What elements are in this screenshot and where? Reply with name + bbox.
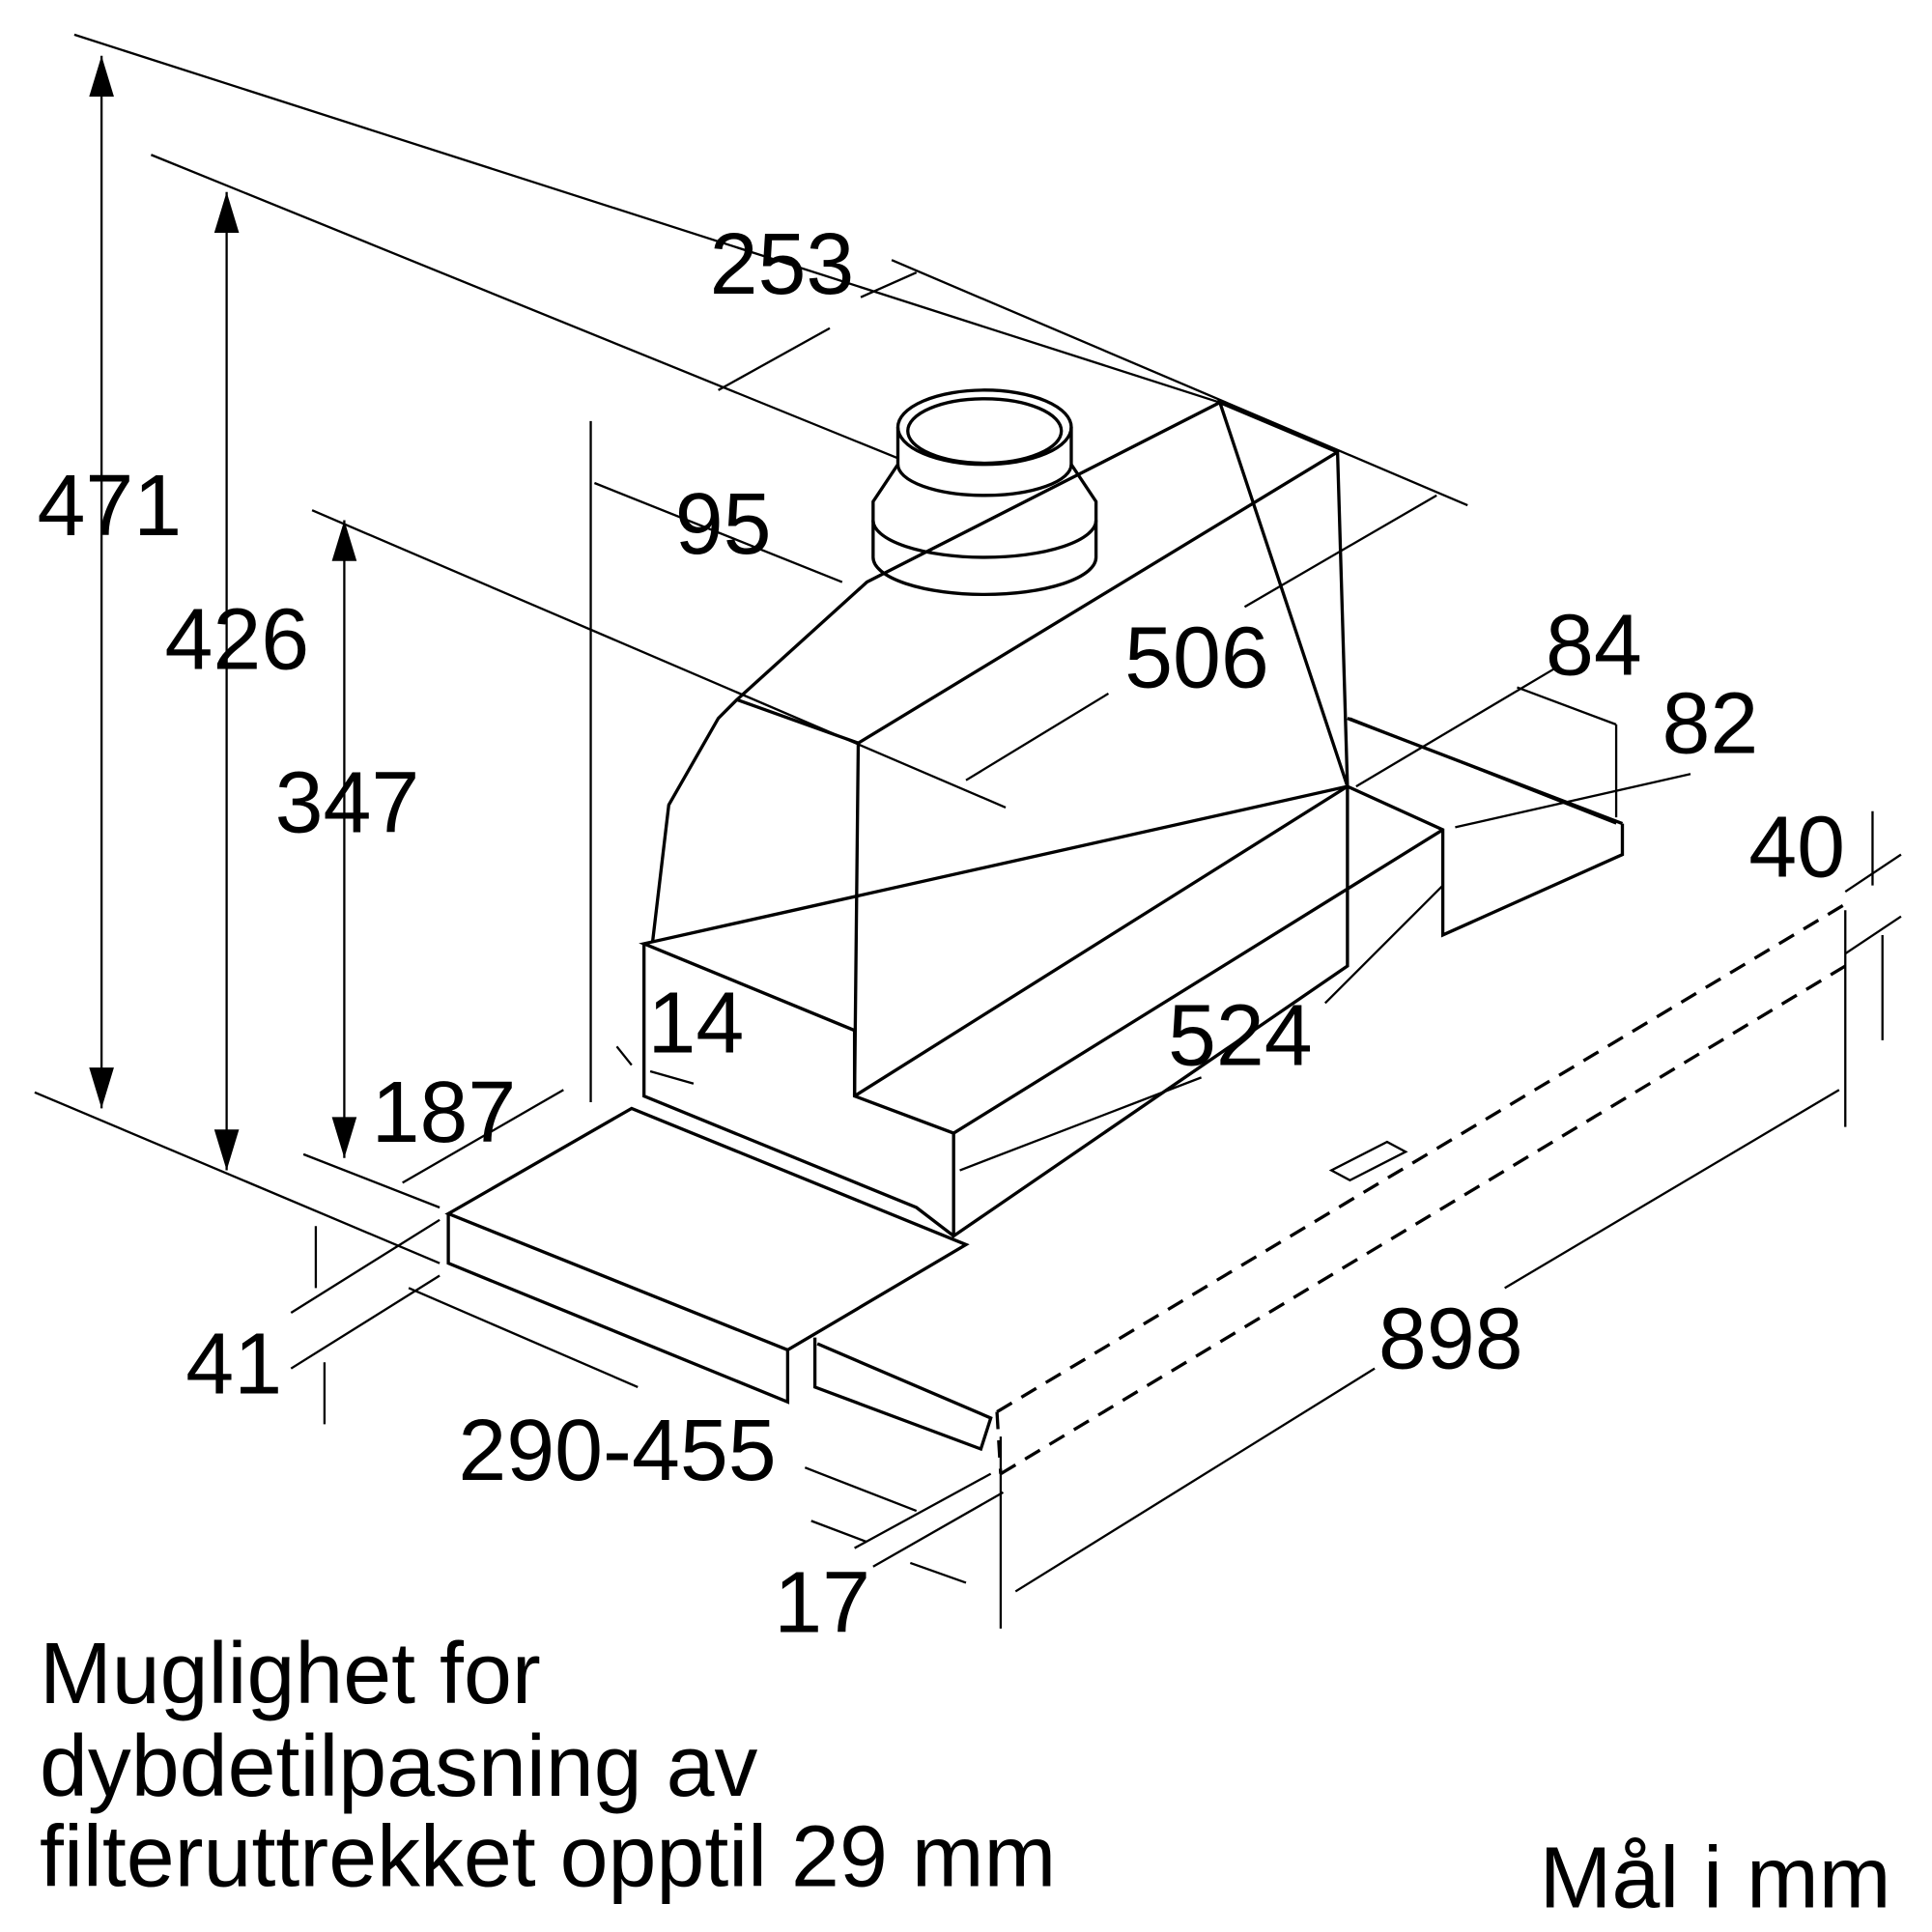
dim-524: 524	[1168, 988, 1313, 1085]
dim-290-455: 290-455	[458, 1403, 776, 1499]
note-line-3: filteruttrekket opptil 29 mm	[40, 1809, 1056, 1906]
dimension-arrows	[89, 55, 1884, 1593]
dim-14: 14	[648, 976, 745, 1072]
dim-17: 17	[774, 1555, 870, 1652]
dimension-labels: 471 426 347 253 95 506 84 82 40 14 187 5…	[37, 216, 1845, 1652]
dim-95: 95	[675, 476, 772, 573]
dim-506: 506	[1124, 611, 1269, 707]
dim-471: 471	[37, 458, 182, 554]
dim-40: 40	[1748, 800, 1845, 896]
units-label: Mål i mm	[1540, 1830, 1891, 1926]
dim-84: 84	[1546, 598, 1642, 695]
dim-82: 82	[1662, 675, 1759, 772]
dim-187: 187	[372, 1065, 517, 1161]
dim-253: 253	[710, 216, 855, 313]
dim-898: 898	[1378, 1292, 1523, 1388]
note-line-2: dybdetilpasning av	[40, 1719, 757, 1815]
hood-body	[444, 388, 1847, 1476]
note-line-1: Muglighet for	[40, 1626, 541, 1722]
dim-426: 426	[165, 591, 310, 688]
footnote: Muglighet for dybdetilpasning av filteru…	[40, 1626, 1890, 1927]
dim-347: 347	[275, 755, 420, 852]
dim-41: 41	[185, 1316, 282, 1412]
